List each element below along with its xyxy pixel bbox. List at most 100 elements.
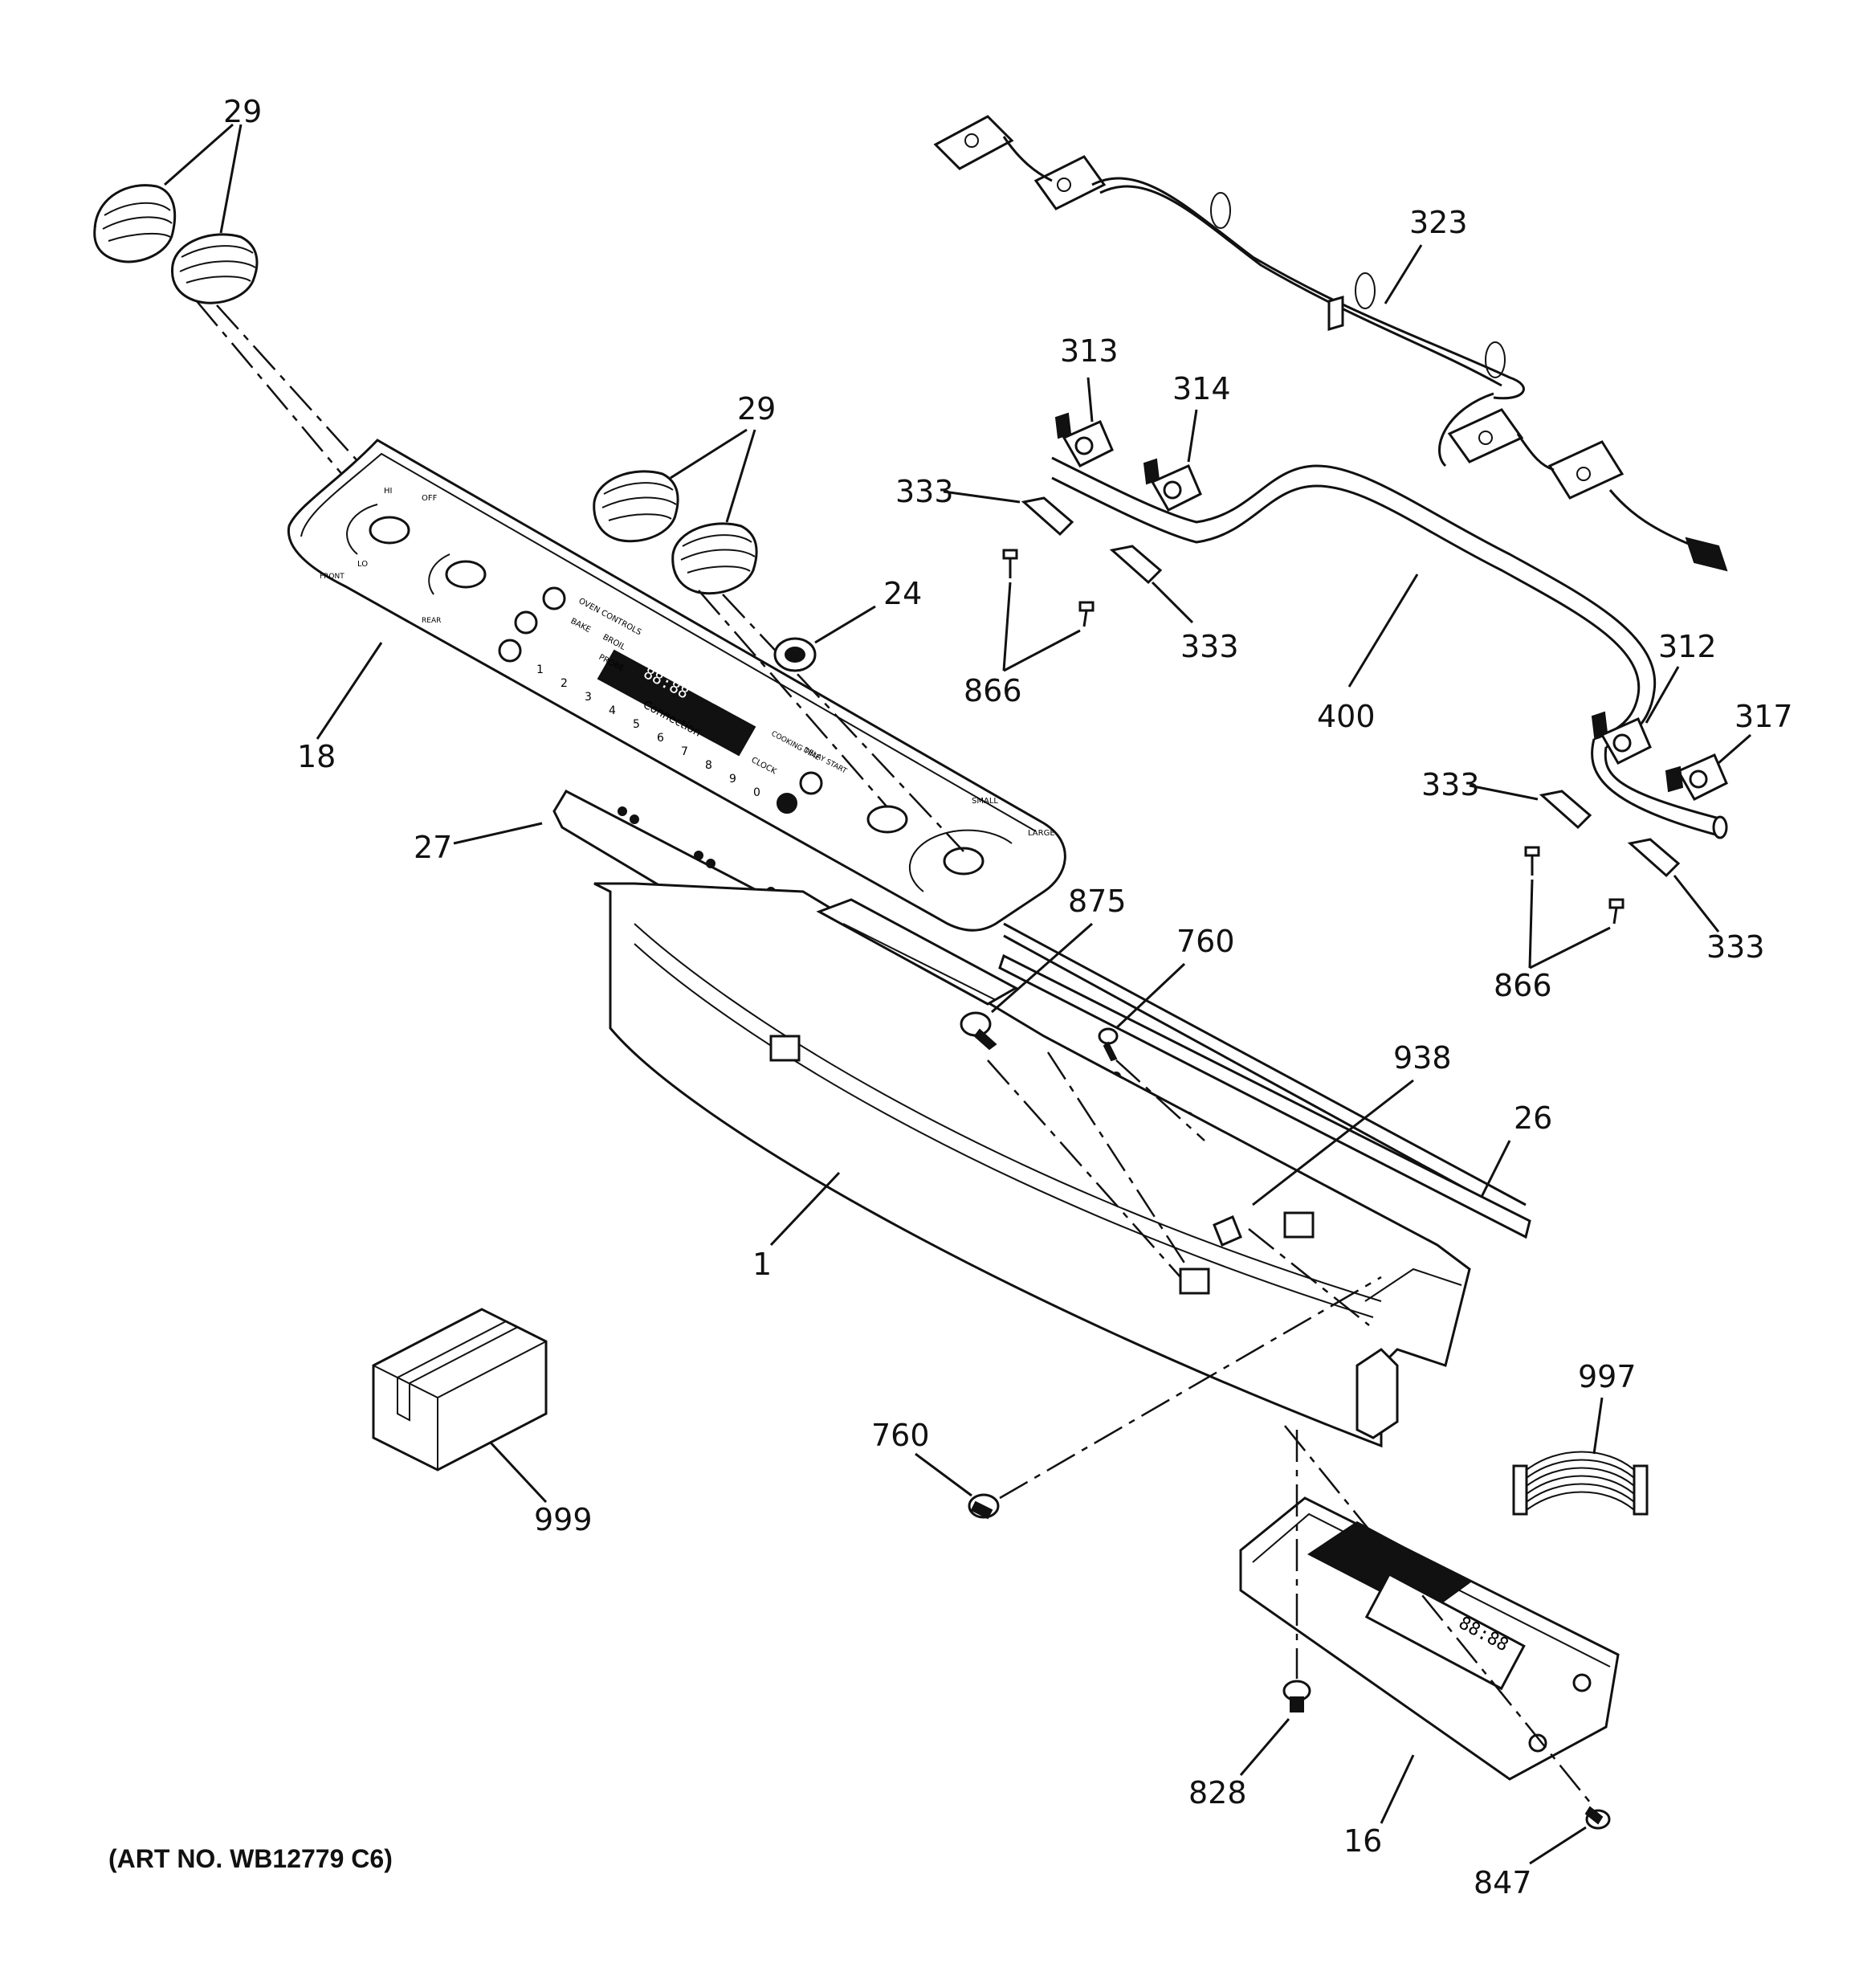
knob-29-middle-a [593, 470, 679, 543]
leader-29-b [219, 124, 243, 234]
alignment-line [722, 594, 964, 852]
keypad-digit: 0 [753, 786, 760, 799]
alignment-line [1115, 1059, 1205, 1141]
keypad-digit: 4 [609, 704, 616, 717]
clip-333-c [1539, 790, 1592, 830]
screw-847 [1584, 1806, 1611, 1830]
callout-760-lower: 760 [871, 1418, 930, 1453]
panel-label-large: LARGE [1028, 829, 1055, 838]
leader-760-lower [915, 1452, 972, 1497]
leader-999 [488, 1440, 548, 1504]
art-number: (ART NO. WB12779 C6) [108, 1844, 393, 1873]
callout-333-c: 333 [1421, 767, 1480, 802]
panel-label-front: FRONT [320, 573, 344, 581]
leader-760-upper [1115, 962, 1186, 1030]
clip-333-b [1109, 545, 1163, 585]
callout-400: 400 [1317, 699, 1376, 734]
keypad-digit: 5 [633, 718, 640, 731]
callout-866-a: 866 [964, 673, 1022, 708]
leader-314 [1187, 409, 1198, 463]
leader-18 [316, 642, 383, 740]
keypad-digit: 6 [657, 732, 664, 745]
leader-938 [1252, 1079, 1414, 1206]
leader-400 [1347, 574, 1419, 688]
leader-333-b [1151, 581, 1194, 624]
keypad-digits: 1 2 3 4 5 6 7 8 9 0 [536, 663, 760, 799]
callout-999: 999 [534, 1502, 593, 1537]
valve-313 [1054, 412, 1114, 467]
leader-866-a2 [1003, 629, 1081, 672]
leader-997 [1592, 1397, 1604, 1455]
manifold-tube-400 [1051, 456, 1728, 839]
callout-333-d: 333 [1706, 929, 1765, 965]
callout-317: 317 [1735, 699, 1793, 734]
callout-828: 828 [1188, 1775, 1247, 1810]
leader-27 [453, 822, 543, 845]
leader-24 [814, 605, 876, 644]
callout-313: 313 [1060, 333, 1119, 369]
alignment-line [1248, 1228, 1370, 1326]
screw-866-a [1002, 549, 1095, 627]
knob-29-upper-left-a [93, 184, 177, 263]
panel-label-small: SMALL [972, 797, 998, 806]
keypad-digit: 3 [585, 691, 592, 704]
leader-866-a1 [1002, 582, 1012, 672]
alignment-line [999, 1276, 1382, 1500]
backsplash-1 [593, 882, 1527, 1448]
keypad-digit: 9 [729, 773, 736, 786]
control-board-16: 88:88 [1239, 1496, 1620, 1781]
keypad-digit: 2 [561, 677, 568, 690]
callout-18: 18 [297, 739, 336, 774]
callout-938: 938 [1393, 1040, 1452, 1076]
wire-harness-323 [933, 115, 1728, 572]
screw-760-lower [968, 1493, 1000, 1520]
alignment-line [698, 590, 888, 808]
screw-828 [1282, 1680, 1311, 1712]
leader-29-a [164, 123, 234, 186]
callout-875: 875 [1068, 884, 1127, 919]
panel-label-hi: HI [384, 487, 392, 496]
leader-333-c [1469, 784, 1539, 801]
panel-label-off: OFF [422, 494, 438, 503]
screw-866-b [1524, 846, 1625, 925]
leader-847 [1529, 1826, 1587, 1865]
keypad-digit: 1 [536, 663, 544, 676]
callout-847: 847 [1474, 1865, 1532, 1900]
alignment-line [1046, 1051, 1190, 1270]
callout-997: 997 [1578, 1359, 1637, 1394]
leader-26 [1480, 1140, 1511, 1198]
callout-333-a: 333 [895, 474, 954, 509]
callout-866-b: 866 [1494, 968, 1552, 1003]
knob-29-upper-left-b [170, 233, 259, 304]
clip-938 [1213, 1215, 1242, 1247]
knob-29-middle-b [671, 522, 758, 595]
callout-29-top: 29 [223, 94, 262, 129]
callout-27: 27 [414, 830, 452, 865]
leader-323 [1384, 244, 1423, 304]
leader-875 [991, 922, 1093, 1014]
leader-313 [1086, 377, 1094, 423]
callout-24: 24 [883, 576, 922, 611]
part-24-seal [773, 637, 817, 672]
valve-312 [1591, 711, 1652, 765]
screw-760-upper [1098, 1027, 1119, 1062]
leader-29-c [670, 428, 748, 480]
callout-26: 26 [1514, 1100, 1552, 1136]
callout-16: 16 [1343, 1823, 1382, 1859]
screw-875 [960, 1011, 997, 1051]
panel-label-lo: LO [357, 560, 368, 569]
leader-828 [1239, 1718, 1290, 1776]
panel-label-rear: REAR [422, 617, 441, 625]
clip-333-d [1627, 838, 1681, 878]
keypad-digit: 8 [705, 759, 712, 772]
callout-312: 312 [1658, 629, 1717, 664]
trim-strip-26 [998, 953, 1531, 1239]
box-999 [372, 1308, 548, 1472]
alignment-line [987, 1059, 1181, 1278]
leader-312 [1645, 666, 1680, 724]
leader-866-b2 [1529, 926, 1611, 970]
leader-333-a [943, 490, 1021, 504]
callout-760-upper: 760 [1176, 924, 1235, 959]
keypad-digit: 7 [681, 745, 688, 758]
